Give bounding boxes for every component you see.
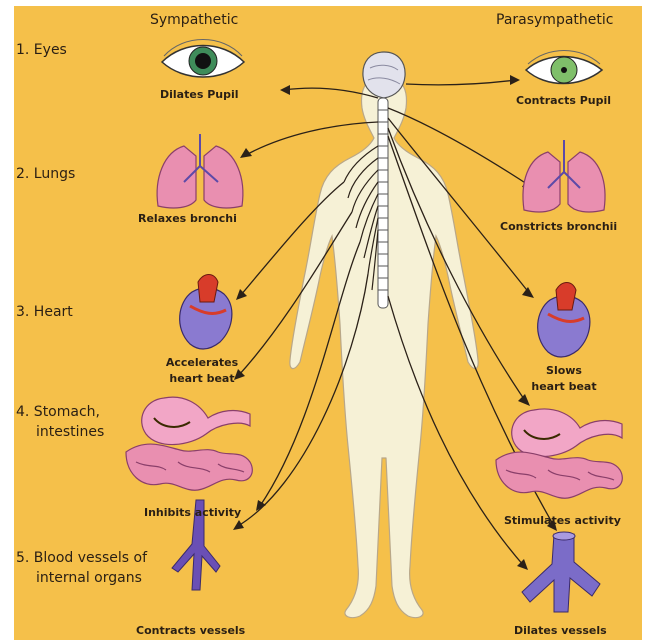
parasympathetic-heart-caption-line1: Slows [514, 364, 614, 378]
sympathetic-heart-caption-line2: heart beat [152, 372, 252, 386]
organ-label-stomach-line2: intestines [36, 424, 104, 441]
parasympathetic-header: Parasympathetic [496, 12, 613, 28]
diagram-canvas: Sympathetic Parasympathetic 1. Eyes 2. L… [14, 6, 642, 640]
parasympathetic-eyes-caption: Contracts Pupil [516, 94, 611, 108]
brain-shape [363, 52, 405, 98]
left-stomach-intestines-icon [126, 397, 252, 490]
sympathetic-eyes-caption: Dilates Pupil [160, 88, 239, 102]
sympathetic-heart-caption-line1: Accelerates [152, 356, 252, 370]
parasympathetic-stomach-caption: Stimulates activity [504, 514, 621, 528]
left-eye-icon [162, 40, 244, 78]
right-stomach-intestines-icon [496, 409, 622, 498]
organ-label-stomach-line1: 4. Stomach, [16, 404, 100, 421]
sympathetic-stomach-caption: Inhibits activity [144, 506, 241, 520]
sympathetic-lungs-caption: Relaxes bronchi [138, 212, 237, 226]
parasympathetic-lungs-caption: Constricts bronchii [500, 220, 617, 234]
sympathetic-header: Sympathetic [150, 12, 238, 28]
organ-label-lungs: 2. Lungs [16, 166, 75, 183]
left-lungs-icon [157, 134, 243, 208]
spinal-cord [378, 98, 388, 308]
left-heart-icon [180, 275, 232, 350]
right-eye-icon [526, 51, 602, 84]
organ-label-eyes: 1. Eyes [16, 42, 67, 59]
organ-label-vessels-line2: internal organs [36, 570, 142, 587]
organ-label-heart: 3. Heart [16, 304, 73, 321]
right-lungs-icon [523, 140, 605, 212]
parasympathetic-heart-caption-line2: heart beat [514, 380, 614, 394]
right-blood-vessel-icon [522, 532, 600, 612]
parasympathetic-vessels-caption: Dilates vessels [514, 624, 607, 638]
sympathetic-vessels-caption: Contracts vessels [136, 624, 245, 638]
organ-label-vessels-line1: 5. Blood vessels of [16, 550, 147, 567]
right-heart-icon [538, 283, 590, 358]
